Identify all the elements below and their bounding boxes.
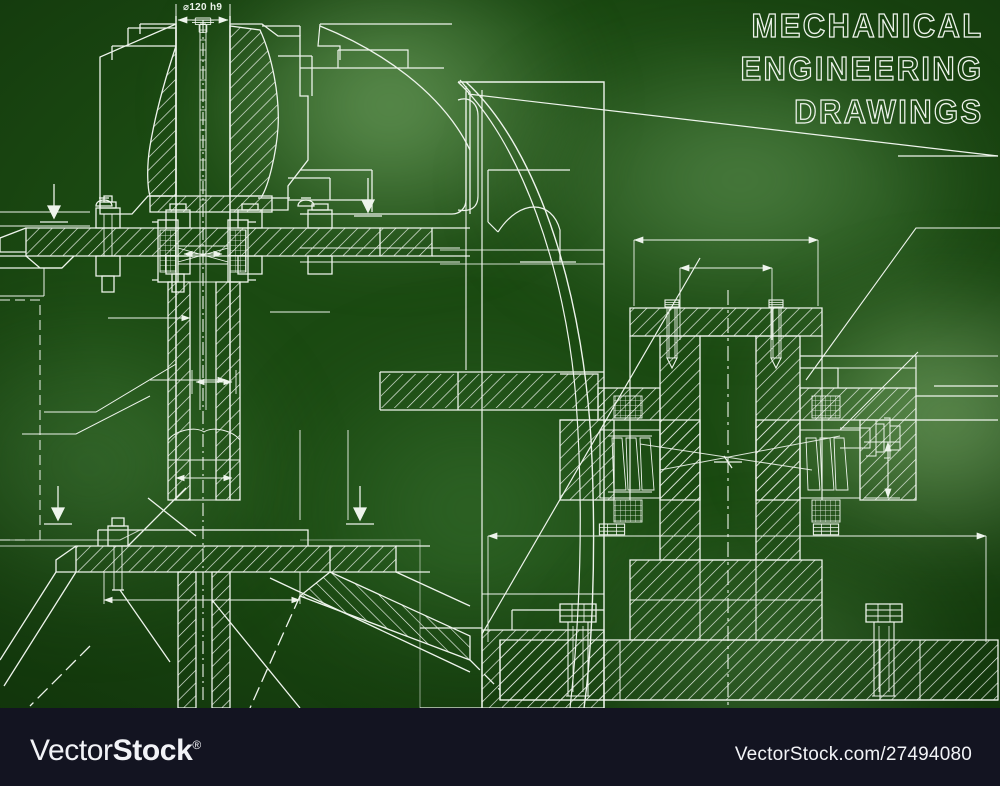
blueprint-canvas: MECHANICAL ENGINEERING DRAWINGS ⌀120 h9 — [0, 0, 1000, 708]
logo-text-light: Vector — [30, 734, 113, 767]
registered-trademark-icon: ® — [192, 738, 201, 752]
footer-bar: VectorStock® VectorStock.com/27494080 — [0, 708, 1000, 786]
logo-text-bold: Stock — [112, 734, 193, 767]
footer-url: VectorStock.com/27494080 — [734, 744, 972, 765]
technical-drawing — [0, 4, 1000, 708]
vectorstock-logo[interactable]: VectorStock® — [30, 734, 201, 768]
dimension-label-diameter: ⌀120 h9 — [183, 2, 223, 13]
